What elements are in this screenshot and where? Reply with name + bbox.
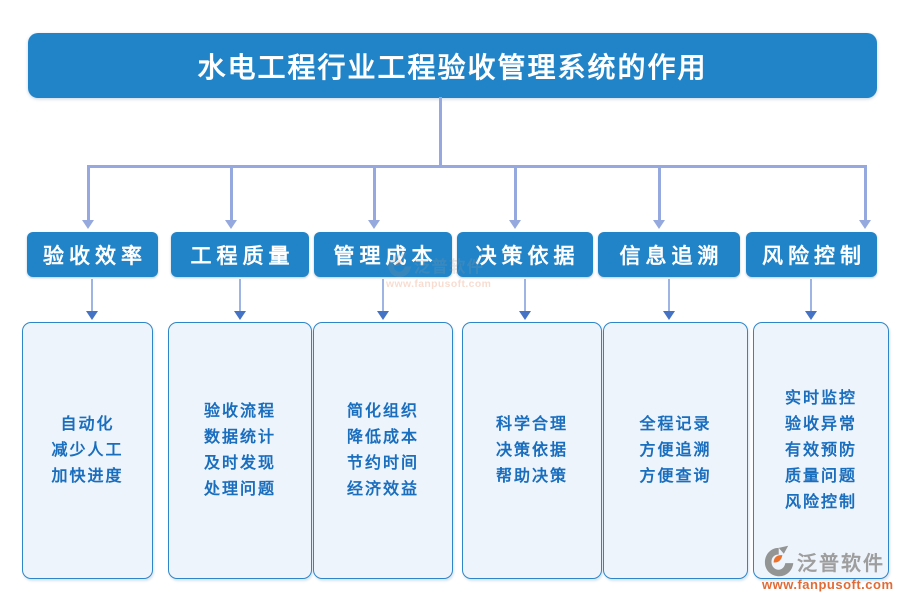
branch-header-label: 风险控制 xyxy=(762,243,866,268)
branch-header-risk-control: 风险控制 xyxy=(746,232,877,277)
connector-detail-line xyxy=(810,279,812,313)
branch-content-risk-control: 实时监控 验收异常 有效预防 质量问题 风险控制 xyxy=(753,322,889,579)
branch-header-info-traceability: 信息追溯 xyxy=(598,232,740,277)
connector-branch-line xyxy=(372,167,376,221)
arrow-down-icon xyxy=(805,311,817,320)
connector-detail-line xyxy=(91,279,93,313)
branch-content-project-quality: 验收流程 数据统计 及时发现 处理问题 xyxy=(168,322,312,579)
arrow-down-icon xyxy=(663,311,675,320)
branch-header-acceptance-efficiency: 验收效率 xyxy=(27,232,158,277)
connector-detail-line xyxy=(239,279,241,313)
watermark-brand: 泛普软件 xyxy=(414,258,485,276)
fanpu-logo-icon xyxy=(388,252,412,278)
connector-detail-line xyxy=(668,279,670,313)
branch-content-text: 全程记录 方便追溯 方便查询 xyxy=(639,415,712,485)
branch-content-text: 自动化 减少人工 加快进度 xyxy=(51,415,124,485)
arrow-down-icon xyxy=(859,220,871,229)
arrow-down-icon xyxy=(377,311,389,320)
branch-content-text: 简化组织 降低成本 节约时间 经济效益 xyxy=(346,402,419,498)
arrow-down-icon xyxy=(234,311,246,320)
branch-content-text: 验收流程 数据统计 及时发现 处理问题 xyxy=(203,402,276,498)
branch-content-acceptance-efficiency: 自动化 减少人工 加快进度 xyxy=(22,322,153,579)
branch-header-decision-basis: 决策依据 xyxy=(457,232,593,277)
branch-content-management-cost: 简化组织 降低成本 节约时间 经济效益 xyxy=(313,322,453,579)
branch-header-label: 决策依据 xyxy=(475,243,580,268)
watermark-url: www.fanpusoft.com xyxy=(762,577,894,592)
arrow-down-icon xyxy=(86,311,98,320)
fanpu-logo-icon xyxy=(764,545,794,577)
branch-header-management-cost: 管理成本 xyxy=(314,232,452,277)
branch-header-label: 信息追溯 xyxy=(619,243,724,268)
connector-branch-line xyxy=(513,167,517,221)
watermark-brand: 泛普软件 xyxy=(797,552,885,575)
branch-content-text: 科学合理 决策依据 帮助决策 xyxy=(495,415,568,485)
arrow-down-icon xyxy=(653,220,665,229)
connector-branch-line xyxy=(86,167,90,221)
connector-branch-line xyxy=(657,167,661,221)
branch-content-info-traceability: 全程记录 方便追溯 方便查询 xyxy=(603,322,748,579)
branch-header-label: 工程质量 xyxy=(190,243,295,268)
connector-horizontal-line xyxy=(87,165,867,168)
branch-header-label: 管理成本 xyxy=(333,243,438,268)
title-box: 水电工程行业工程验收管理系统的作用 xyxy=(28,33,877,98)
arrow-down-icon xyxy=(225,220,237,229)
branch-header-project-quality: 工程质量 xyxy=(171,232,309,277)
connector-stem xyxy=(439,97,442,167)
connector-detail-line xyxy=(524,279,526,313)
connector-branch-line xyxy=(229,167,233,221)
watermark-url: www.fanpusoft.com xyxy=(386,277,492,290)
branch-header-label: 验收效率 xyxy=(43,243,147,268)
arrow-down-icon xyxy=(519,311,531,320)
arrow-down-icon xyxy=(82,220,94,229)
page-title: 水电工程行业工程验收管理系统的作用 xyxy=(197,52,708,84)
branch-content-decision-basis: 科学合理 决策依据 帮助决策 xyxy=(462,322,602,579)
watermark-center: 泛普软件 www.fanpusoft.com xyxy=(386,252,491,290)
branch-content-text: 实时监控 验收异常 有效预防 质量问题 风险控制 xyxy=(784,389,857,511)
connector-branch-line xyxy=(863,167,867,221)
arrow-down-icon xyxy=(509,220,521,229)
arrow-down-icon xyxy=(368,220,380,229)
connector-detail-line xyxy=(382,279,384,313)
watermark-corner: 泛普软件 www.fanpusoft.com xyxy=(762,545,894,592)
